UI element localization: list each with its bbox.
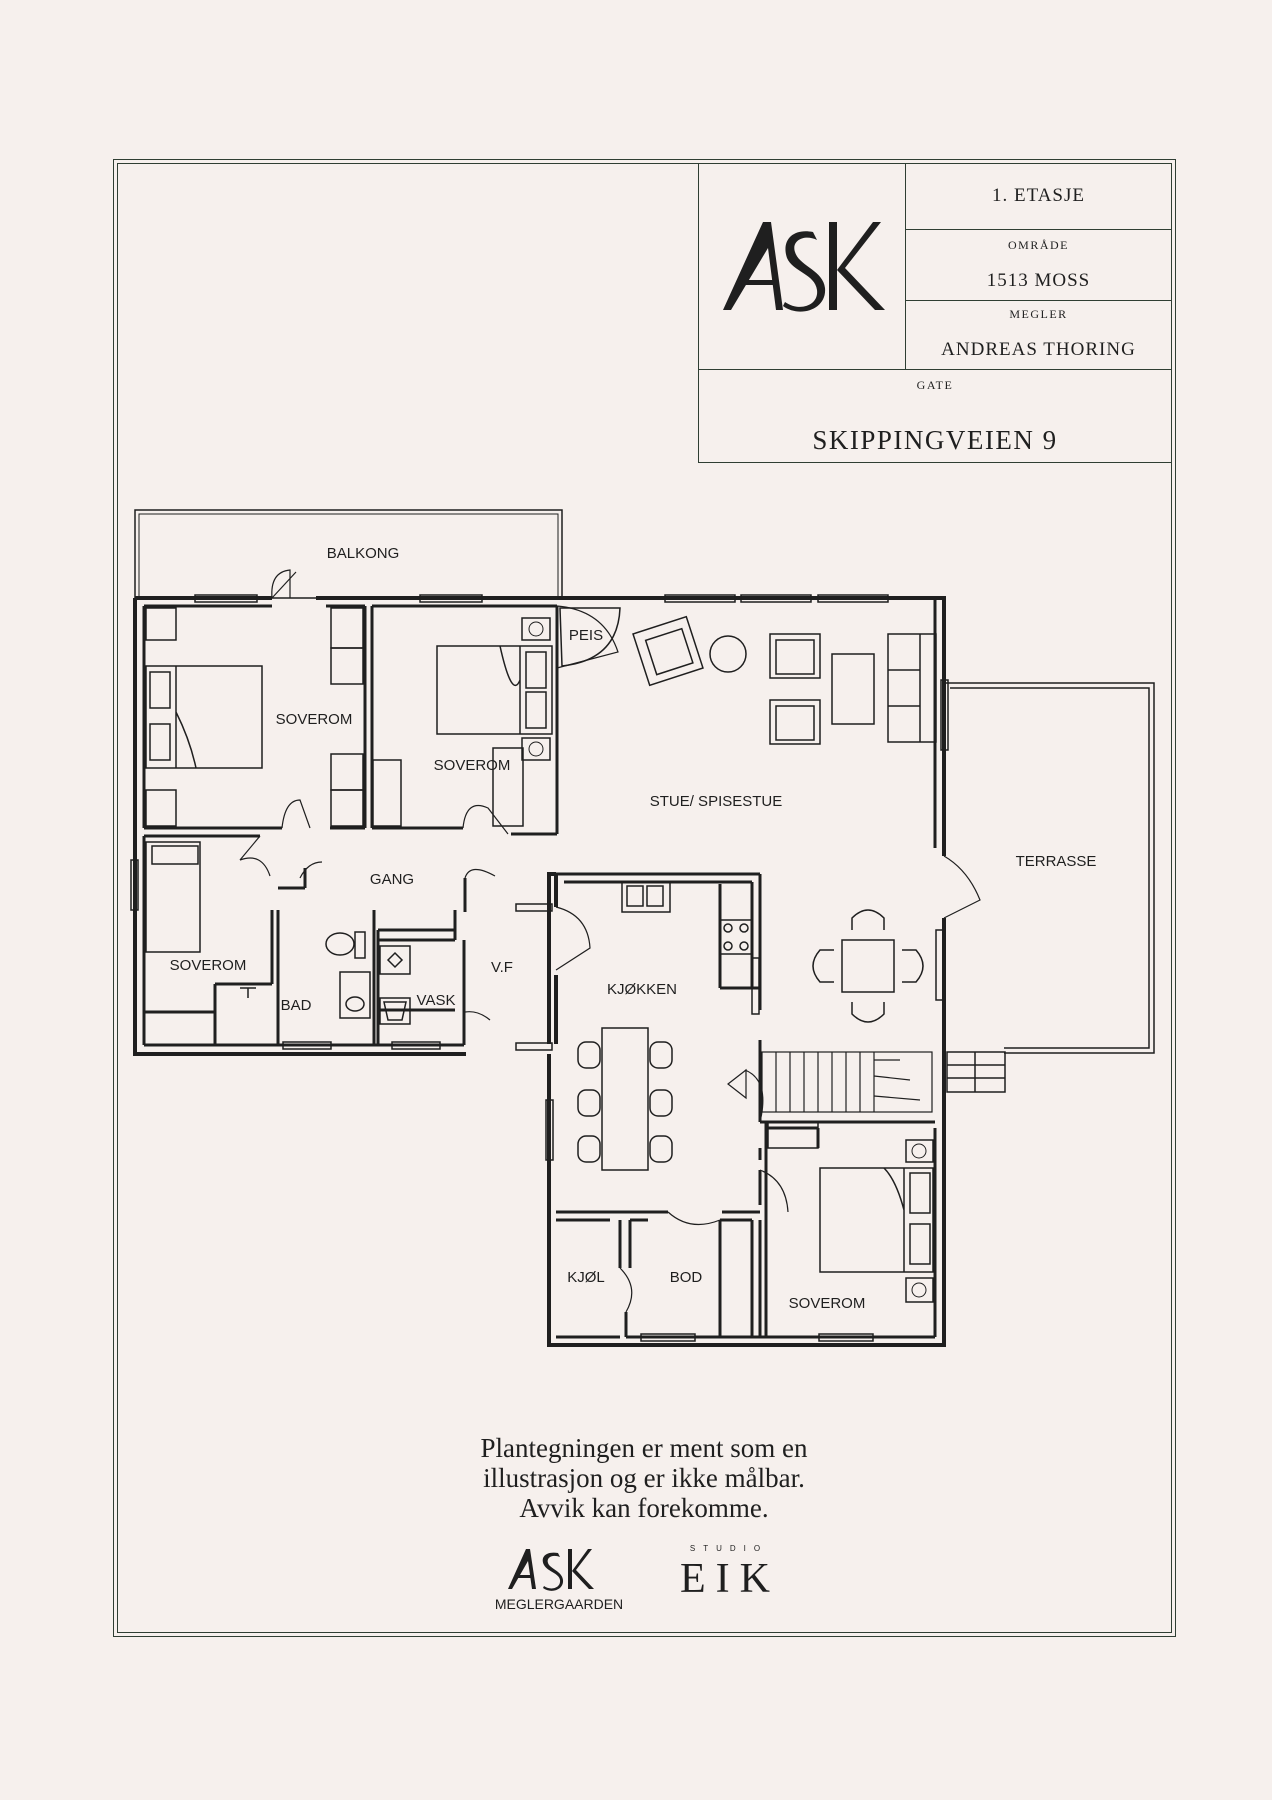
- bathroom-fixtures: [240, 931, 411, 1025]
- room-label-balkong: BALKONG: [327, 545, 400, 562]
- bed-4: [819, 1167, 934, 1273]
- title-block: 1. ETASJE OMRÅDE 1513 MOSS MEGLER ANDREA…: [698, 163, 1172, 463]
- inner-frame: [117, 163, 1172, 1633]
- room-label-peis: PEIS: [569, 627, 603, 644]
- area-value: 1513 MOSS: [986, 270, 1091, 291]
- outer-walls: [133, 596, 946, 1347]
- room-label-soverom-2: SOVEROM: [434, 757, 511, 774]
- disclaimer-line-1: Plantegningen er ment som en: [480, 1433, 808, 1463]
- street-label: GATE: [916, 378, 954, 392]
- living-furniture: [632, 615, 937, 1023]
- room-label-soverom-4: SOVEROM: [789, 1295, 866, 1312]
- wardrobes: [145, 607, 934, 1303]
- room-label-soverom-3: SOVEROM: [170, 957, 247, 974]
- stairs: [727, 1051, 933, 1113]
- radiators: [528, 621, 927, 1298]
- ask-meglergaarden-logo: MEGLERGAARDEN: [495, 1549, 623, 1612]
- room-label-soverom-1: SOVEROM: [276, 711, 353, 728]
- street-value: SKIPPINGVEIEN 9: [812, 425, 1058, 455]
- windows: [130, 594, 949, 1342]
- bed-1: [145, 665, 263, 769]
- room-label-stue: STUE/ SPISESTUE: [650, 793, 783, 810]
- eik-label: EIK: [680, 1556, 780, 1602]
- ask-logo: [723, 222, 885, 312]
- studio-label: STUDIO: [689, 1544, 769, 1553]
- outer-frame: [113, 159, 1176, 1637]
- room-label-vf: V.F: [491, 959, 513, 976]
- broker-label: MEGLER: [1009, 307, 1068, 321]
- broker-value: ANDREAS THORING: [941, 339, 1136, 360]
- door-swings: [239, 569, 981, 1313]
- room-label-kjokken: KJØKKEN: [607, 981, 677, 998]
- area-label: OMRÅDE: [1007, 238, 1069, 252]
- kitchen-fixtures: [577, 881, 760, 1171]
- room-label-bad: BAD: [281, 997, 312, 1014]
- disclaimer-line-3: Avvik kan forekomme.: [519, 1493, 769, 1523]
- room-label-kjol: KJØL: [567, 1269, 605, 1286]
- terrace-outline: [946, 682, 1155, 1093]
- disclaimer-line-2: illustrasjon og er ikke målbar.: [483, 1463, 805, 1493]
- room-label-gang: GANG: [370, 871, 414, 888]
- bed-3: [145, 841, 201, 953]
- room-label-terrasse: TERRASSE: [1016, 853, 1097, 870]
- floor-label: 1. ETASJE: [992, 185, 1085, 206]
- bed-2: [436, 645, 553, 735]
- room-label-bod: BOD: [670, 1269, 703, 1286]
- studio-eik-logo: STUDIO EIK: [670, 1544, 780, 1603]
- fireplace: [559, 607, 621, 667]
- room-label-vask: VASK: [417, 992, 456, 1009]
- ask-sub-label: MEGLERGAARDEN: [495, 1596, 623, 1612]
- disclaimer: Plantegningen er ment som en illustrasjo…: [300, 1433, 988, 1523]
